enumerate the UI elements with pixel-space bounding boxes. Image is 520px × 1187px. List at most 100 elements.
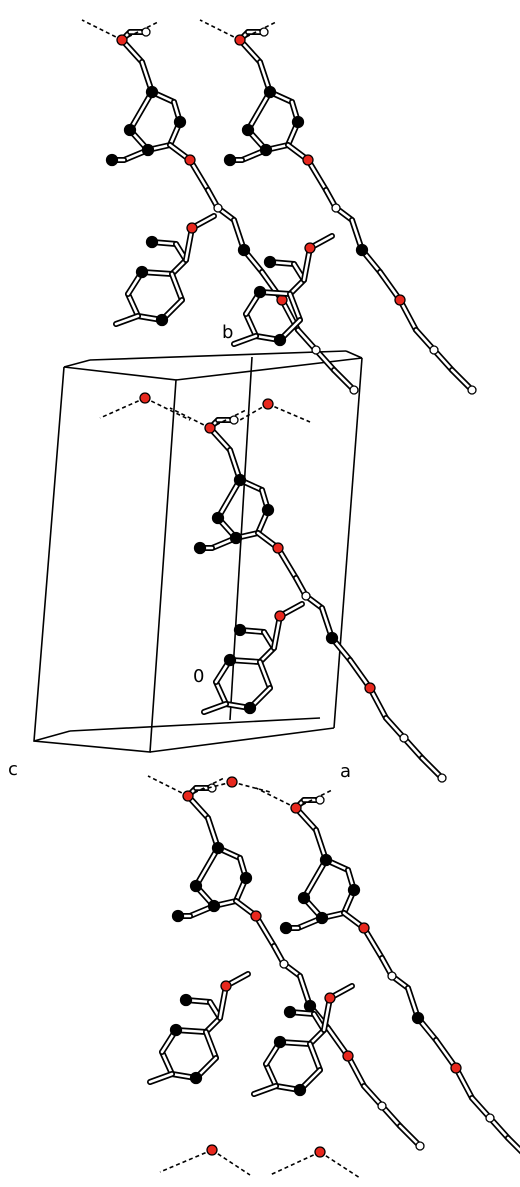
- bond-highlight: [378, 270, 402, 302]
- bond-highlight: [114, 314, 140, 326]
- carbon-atom: [229, 531, 243, 545]
- hydrogen-atom: [279, 959, 289, 969]
- bond-highlight: [204, 1030, 218, 1060]
- carbon-atom: [211, 511, 225, 525]
- molecule-layer: [81, 19, 520, 1179]
- hydrogen-atom: [141, 27, 151, 37]
- bond-highlight: [326, 1026, 350, 1058]
- carbon-atom: [169, 1023, 183, 1037]
- bond-highlight: [346, 1054, 366, 1088]
- carbon-atom: [241, 123, 255, 137]
- oxygen-atom: [226, 776, 238, 788]
- hydrogen-bond: [267, 403, 311, 423]
- oxygen-atom: [394, 294, 406, 306]
- hydrogen-bond: [199, 19, 241, 41]
- carbon-atom: [325, 631, 339, 645]
- bond-highlight: [214, 680, 228, 706]
- bond-highlight: [204, 1016, 222, 1034]
- carbon-atom: [239, 871, 253, 885]
- hydrogen-atom: [429, 345, 439, 355]
- hydrogen-atom: [315, 795, 325, 805]
- hydrogen-atom: [349, 385, 359, 395]
- oxygen-atom: [206, 1144, 218, 1156]
- axis-label-origin: 0: [193, 666, 204, 687]
- oxygen-atom: [342, 1050, 354, 1062]
- oxygen-atom: [274, 610, 286, 622]
- carbon-atom: [263, 85, 277, 99]
- carbon-atom: [211, 841, 225, 855]
- bond-highlight: [194, 846, 220, 888]
- carbon-atom: [291, 115, 305, 129]
- bond-highlight: [202, 702, 228, 714]
- carbon-atom: [141, 143, 155, 157]
- oxygen-atom: [364, 682, 376, 694]
- bond-highlight: [348, 658, 372, 690]
- bond-highlight: [308, 1028, 326, 1046]
- bond-highlight: [258, 646, 276, 664]
- bond-highlight: [398, 298, 418, 332]
- bond-highlight: [160, 1050, 174, 1076]
- bond-highlight: [276, 546, 298, 580]
- oxygen-atom: [116, 34, 128, 46]
- hydrogen-bond: [231, 781, 271, 793]
- carbon-atom: [189, 879, 203, 893]
- carbon-atom: [297, 891, 311, 905]
- bond-highlight: [306, 158, 328, 192]
- carbon-atom: [189, 1071, 203, 1085]
- bond-highlight: [288, 278, 306, 296]
- oxygen-atom: [304, 242, 316, 254]
- oxygen-atom: [184, 154, 196, 166]
- carbon-atom: [171, 909, 185, 923]
- carbon-atom: [207, 899, 221, 913]
- hydrogen-bond: [239, 403, 269, 421]
- hydrogen-atom: [399, 733, 409, 743]
- hydrogen-atom: [415, 1141, 425, 1151]
- hydrogen-bond: [199, 781, 233, 791]
- axis-label-b: b: [222, 322, 233, 343]
- carbon-atom: [279, 921, 293, 935]
- bond-highlight: [232, 334, 258, 346]
- bond-highlight: [252, 1084, 278, 1096]
- carbon-atom: [145, 85, 159, 99]
- hydrogen-atom: [467, 385, 477, 395]
- oxygen-atom: [186, 222, 198, 234]
- oxygen-atom: [234, 34, 246, 46]
- hydrogen-bond: [144, 397, 191, 421]
- oxygen-atom: [204, 422, 216, 434]
- oxygen-atom: [324, 992, 336, 1004]
- oxygen-atom: [250, 910, 262, 922]
- hydrogen-atom: [301, 591, 311, 601]
- hydrogen-bond: [147, 775, 189, 797]
- carbon-atom: [315, 911, 329, 925]
- bond-highlight: [216, 478, 242, 520]
- carbon-atom: [155, 313, 169, 327]
- hydrogen-atom: [485, 1113, 495, 1123]
- bond-highlight: [126, 292, 140, 318]
- oxygen-atom: [302, 154, 314, 166]
- carbon-atom: [223, 653, 237, 667]
- bond-highlight: [128, 90, 154, 132]
- oxygen-atom: [182, 790, 194, 802]
- carbon-atom: [261, 503, 275, 517]
- bond-highlight: [264, 1062, 278, 1088]
- bond-highlight: [308, 1042, 322, 1072]
- bond-highlight: [368, 686, 388, 720]
- oxygen-atom: [262, 398, 274, 410]
- hydrogen-atom: [331, 203, 341, 213]
- oxygen-atom: [358, 922, 370, 934]
- hydrogen-bond: [211, 1149, 251, 1176]
- carbon-atom: [347, 883, 361, 897]
- hydrogen-bond: [81, 19, 123, 41]
- axis-label-a: a: [340, 761, 351, 782]
- carbon-atom: [319, 853, 333, 867]
- carbon-atom: [193, 541, 207, 555]
- carbon-atom: [293, 1083, 307, 1097]
- bond-highlight: [434, 1038, 458, 1070]
- bond-highlight: [148, 1072, 174, 1084]
- bond-highlight: [170, 258, 188, 276]
- hydrogen-bond: [255, 787, 297, 809]
- hydrogen-bond: [169, 407, 211, 429]
- bond-highlight: [302, 858, 328, 900]
- bond-highlight: [254, 914, 276, 948]
